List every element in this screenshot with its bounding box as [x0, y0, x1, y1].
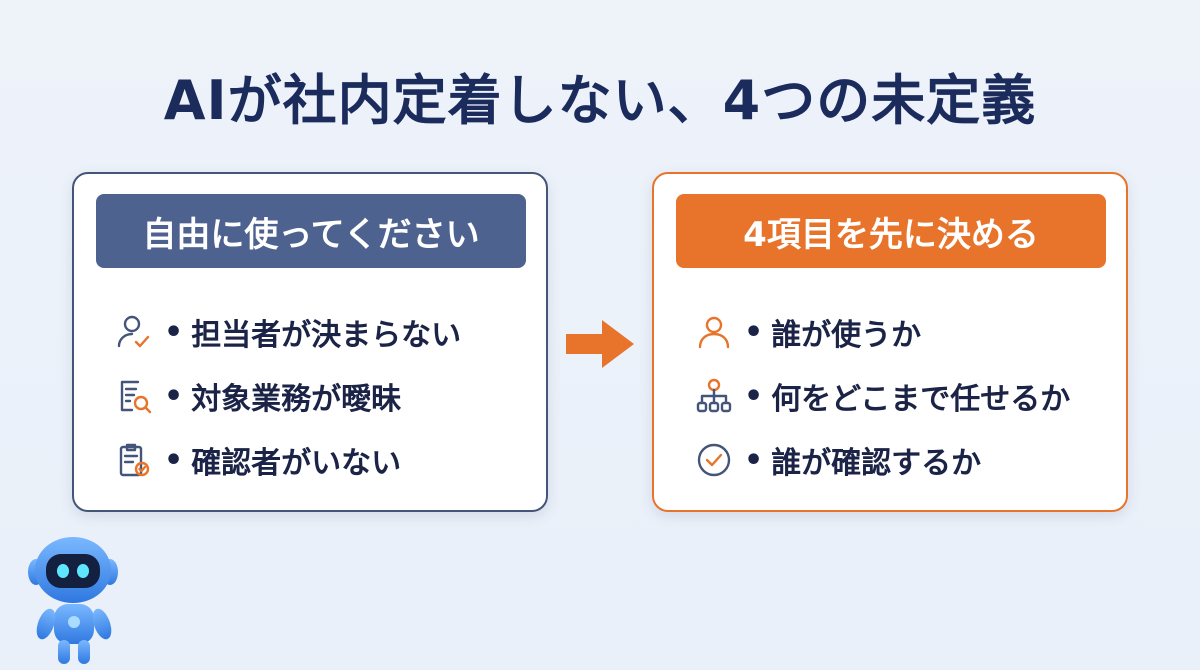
bullet: •: [744, 378, 764, 414]
person-icon: [692, 310, 736, 354]
list-item: • 対象業務が曖昧: [112, 364, 461, 428]
solution-list: • 誰が使うか • 何をどこまで任せるか: [692, 300, 1070, 492]
bullet: •: [744, 442, 764, 478]
list-item: • 何をどこまで任せるか: [692, 364, 1070, 428]
item-text: 確認者がいない: [191, 446, 402, 481]
robot-mascot-icon: [28, 537, 118, 664]
item-text: 担当者が決まらない: [191, 318, 462, 353]
page-title: AIが社内定着しない、4つの未定義: [163, 69, 1037, 132]
list-item: • 誰が使うか: [692, 300, 1070, 364]
check-circle-icon: [692, 438, 736, 482]
item-text: 誰が確認するか: [771, 446, 982, 481]
list-item: • 担当者が決まらない: [112, 300, 461, 364]
org-chart-icon: [692, 374, 736, 418]
list-item: • 確認者がいない: [112, 428, 461, 492]
item-text: 対象業務が曖昧: [191, 382, 402, 417]
solution-header: 4項目を先に決める: [676, 194, 1106, 268]
document-search-icon: [112, 374, 156, 418]
person-check-icon: [112, 310, 156, 354]
bullet: •: [164, 442, 184, 478]
current-state-list: • 担当者が決まらない • 対象業務が曖昧: [112, 300, 461, 492]
bullet: •: [744, 314, 764, 350]
item-text: 何をどこまで任せるか: [771, 382, 1071, 417]
current-state-card: 自由に使ってください • 担当者が決まらない: [72, 172, 548, 512]
bullet: •: [164, 314, 184, 350]
clipboard-check-icon: [112, 438, 156, 482]
list-item: • 誰が確認するか: [692, 428, 1070, 492]
solution-card: 4項目を先に決める • 誰が使うか •: [652, 172, 1128, 512]
current-state-header: 自由に使ってください: [96, 194, 526, 268]
item-text: 誰が使うか: [771, 318, 922, 353]
arrow-right-icon: [566, 320, 634, 368]
bullet: •: [164, 378, 184, 414]
